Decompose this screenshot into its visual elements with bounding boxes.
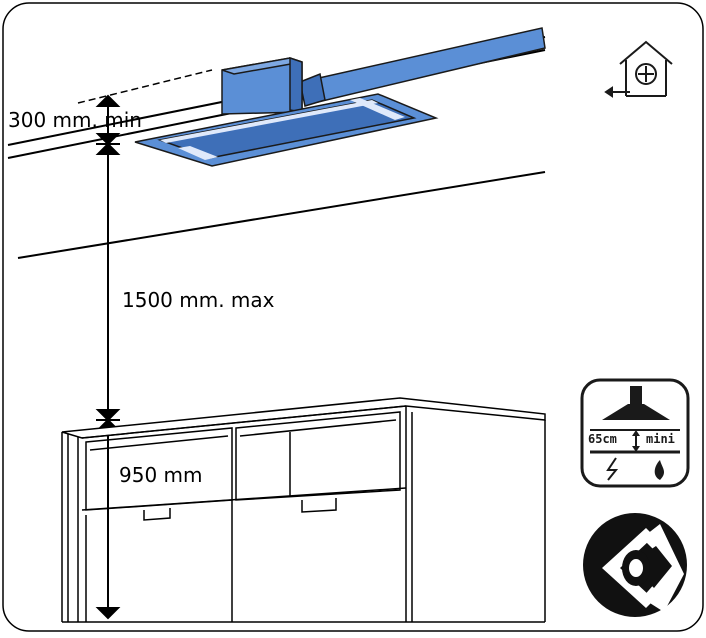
kitchen-cabinet: [61, 397, 546, 623]
clearance-qualifier: mini: [646, 432, 675, 446]
ceiling-hood: [134, 93, 439, 167]
dimension-lines: [95, 94, 121, 620]
eye-icon: [583, 513, 687, 617]
dimension-counter-height-label: 950 mm: [119, 463, 203, 487]
room-lines: [17, 171, 546, 259]
clearance-value: 65cm: [588, 432, 617, 446]
dimension-max-height-label: 1500 mm. max: [122, 288, 275, 312]
house-fan-icon: [604, 40, 673, 98]
hood-clearance-icon: [580, 378, 690, 488]
dimension-min-clearance-label: 300 mm. min: [8, 108, 142, 132]
hood-duct: [221, 27, 546, 115]
